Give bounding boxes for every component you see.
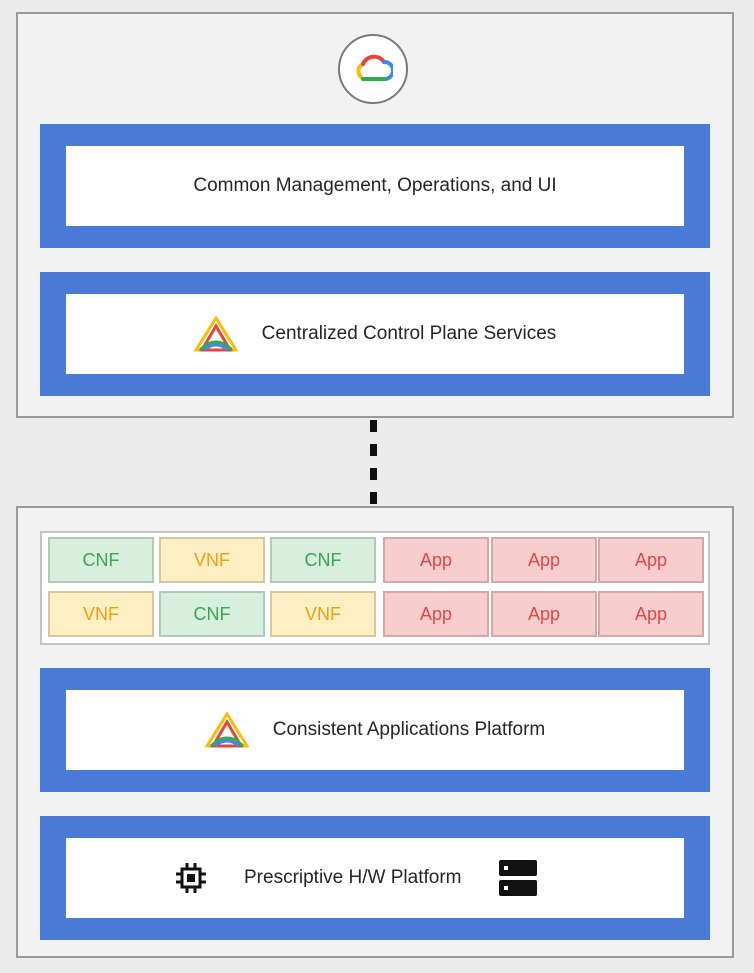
workload-cell: App: [491, 537, 597, 583]
workload-cell: VNF: [270, 591, 376, 637]
google-cloud-icon: [338, 34, 408, 104]
workload-cell: App: [598, 537, 704, 583]
hw-platform-box: Prescriptive H/W Platform: [66, 838, 684, 918]
workload-cell: VNF: [159, 537, 265, 583]
hw-platform-label: Prescriptive H/W Platform: [244, 867, 462, 888]
app-platform-band: Consistent Applications Platform: [40, 668, 710, 792]
workload-cell: App: [598, 591, 704, 637]
chip-icon: [174, 861, 208, 895]
workload-cell: CNF: [270, 537, 376, 583]
app-platform-box: Consistent Applications Platform: [66, 690, 684, 770]
control-plane-label: Centralized Control Plane Services: [261, 323, 557, 344]
workload-cell: App: [383, 591, 489, 637]
workload-cell: VNF: [48, 591, 154, 637]
server-icon: [499, 860, 538, 896]
management-band: Common Management, Operations, and UI: [40, 124, 710, 248]
workload-cell: CNF: [159, 591, 265, 637]
workload-cell: CNF: [48, 537, 154, 583]
control-plane-box: Centralized Control Plane Services: [66, 294, 684, 374]
workload-cell: App: [491, 591, 597, 637]
control-plane-band: Centralized Control Plane Services: [40, 272, 710, 396]
anthos-icon: [193, 316, 238, 352]
anthos-icon: [204, 712, 249, 748]
hw-platform-band: Prescriptive H/W Platform: [40, 816, 710, 940]
dashed-connector: [370, 420, 377, 504]
workload-cell: App: [383, 537, 489, 583]
management-label: Common Management, Operations, and UI: [193, 175, 557, 196]
management-box: Common Management, Operations, and UI: [66, 146, 684, 226]
app-platform-label: Consistent Applications Platform: [272, 719, 546, 740]
workloads-grid: CNF VNF CNF App App App VNF CNF VNF App …: [40, 531, 710, 645]
